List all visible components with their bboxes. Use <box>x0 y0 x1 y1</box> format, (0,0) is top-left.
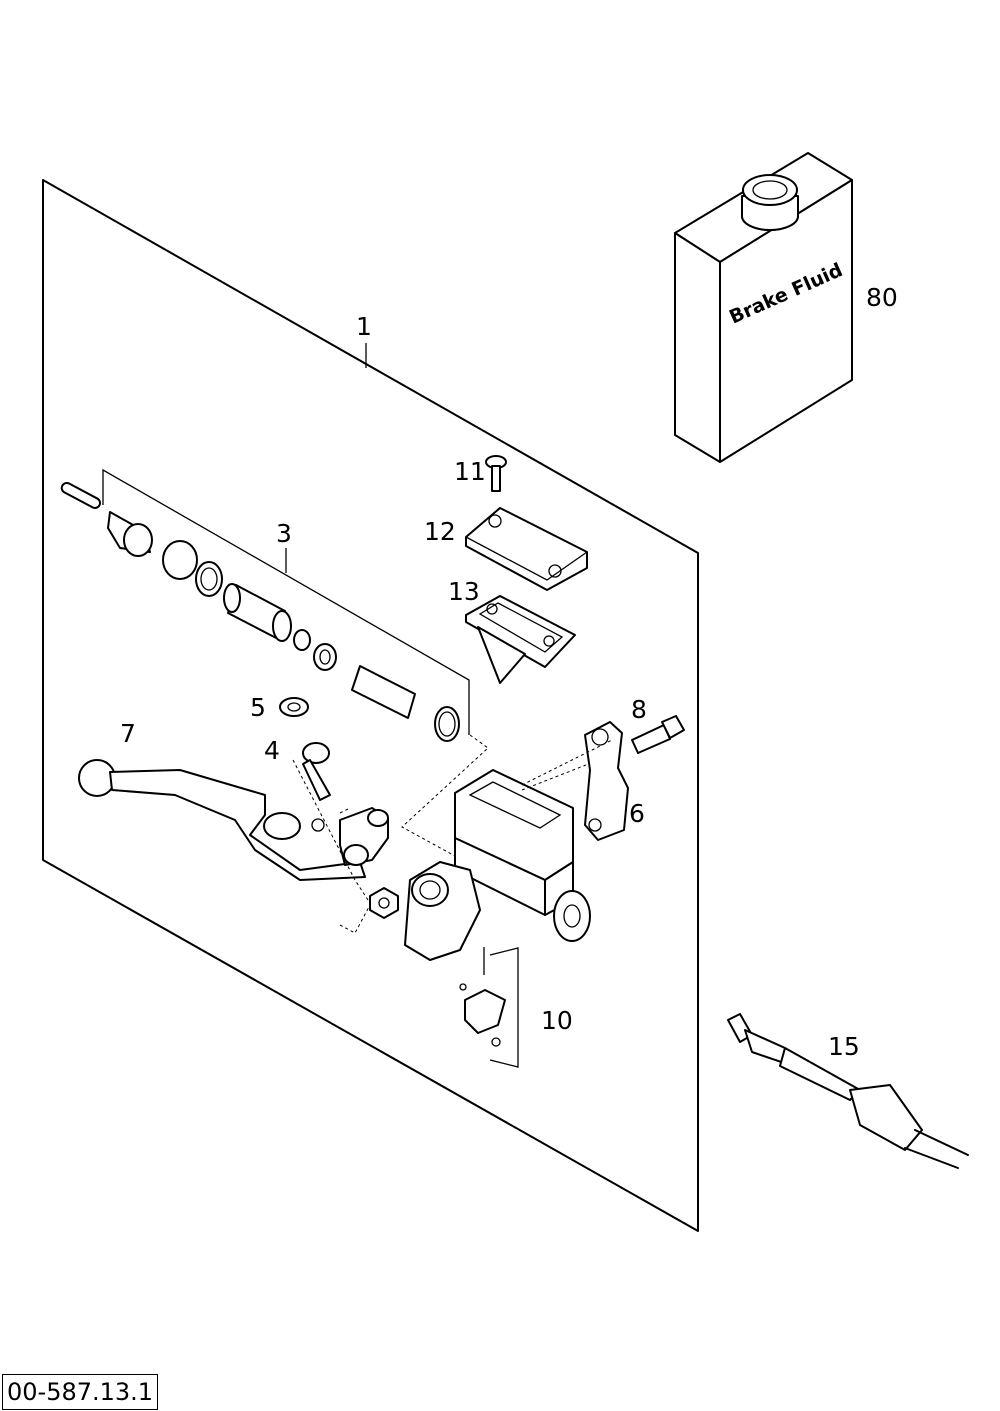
lever-adjuster <box>339 807 399 919</box>
screw-part <box>485 455 507 492</box>
callout-13: 13 <box>448 577 480 606</box>
callout-bracket-3 <box>102 468 470 735</box>
callout-15: 15 <box>828 1032 860 1061</box>
callout-3: 3 <box>276 519 292 548</box>
pivot-bushing <box>302 742 331 801</box>
brake-line <box>727 1013 969 1169</box>
brake-light-switch <box>459 947 519 1068</box>
callout-1: 1 <box>356 312 372 341</box>
callout-12: 12 <box>424 517 456 546</box>
callout-4: 4 <box>264 736 280 765</box>
handlebar-clamp <box>584 721 629 841</box>
bolt-part <box>631 715 685 754</box>
callout-6: 6 <box>629 799 645 828</box>
callout-5: 5 <box>250 693 266 722</box>
callout-8: 8 <box>631 695 647 724</box>
reservoir-gasket <box>465 595 576 684</box>
callout-7: 7 <box>120 719 136 748</box>
callout-80: 80 <box>866 283 898 312</box>
callout-10: 10 <box>541 1006 573 1035</box>
reservoir-cover <box>465 507 588 591</box>
piston-kit <box>60 481 460 742</box>
master-cylinder-body <box>404 769 591 961</box>
callout-11: 11 <box>454 457 486 486</box>
brake-fluid-bottle <box>674 152 853 463</box>
assembly-outline <box>42 179 699 1232</box>
document-number: 00-587.13.1 <box>2 1374 159 1410</box>
brake-lever <box>78 759 366 881</box>
washer-part <box>279 697 309 717</box>
